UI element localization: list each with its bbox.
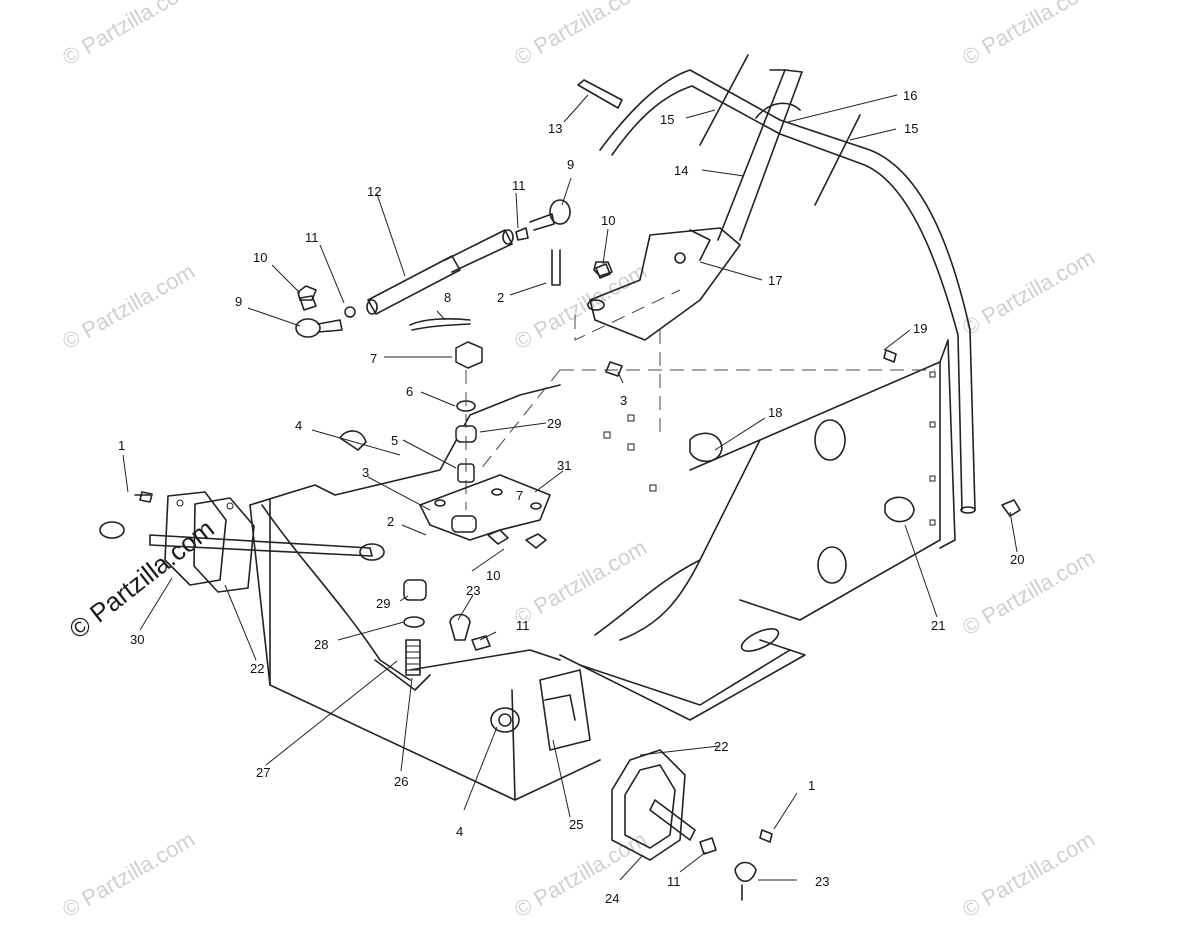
watermark-text: © Partzilla.com xyxy=(510,0,651,70)
steering-arm-stack xyxy=(455,341,483,510)
callout-20: 20 xyxy=(1010,552,1024,567)
callout-16: 16 xyxy=(903,88,917,103)
callout-1: 1 xyxy=(118,438,125,453)
watermark-text: © Partzilla.com xyxy=(958,545,1099,641)
watermark-layer: © Partzilla.com © Partzilla.com © Partzi… xyxy=(58,0,1099,922)
watermark-text: © Partzilla.com xyxy=(510,827,651,923)
callout-15: 15 xyxy=(660,112,674,127)
callout-27: 27 xyxy=(256,765,270,780)
grommet-18 xyxy=(689,432,723,463)
watermark-text: © Partzilla.com xyxy=(58,259,199,355)
callout-25: 25 xyxy=(569,817,583,832)
callout-7: 7 xyxy=(516,488,523,503)
watermark-text: © Partzilla.com xyxy=(510,259,651,355)
watermark-text: © Partzilla.com xyxy=(958,827,1099,923)
callout-28: 28 xyxy=(314,637,328,652)
callout-10: 10 xyxy=(601,213,615,228)
tie-rod-end-right xyxy=(515,199,613,286)
steering-plates-left xyxy=(164,491,255,593)
nut-20 xyxy=(1001,499,1021,517)
bolt-1-right xyxy=(759,829,773,843)
callout-2: 2 xyxy=(497,290,504,305)
tie-rod-end-left xyxy=(295,285,356,338)
callout-30: 30 xyxy=(130,632,144,647)
callout-11: 11 xyxy=(516,618,530,633)
callout-4: 4 xyxy=(295,418,302,433)
screw-15-left xyxy=(699,54,749,146)
chassis-bulkhead xyxy=(249,330,956,801)
callout-4: 4 xyxy=(456,824,463,839)
watermark-text: © Partzilla.com xyxy=(58,827,199,923)
line-art xyxy=(99,54,1021,901)
callout-31: 31 xyxy=(557,458,571,473)
callout-3: 3 xyxy=(620,393,627,408)
leader-lines xyxy=(122,94,1018,881)
nut-10-left xyxy=(299,295,317,311)
callout-18: 18 xyxy=(768,405,782,420)
callout-17: 17 xyxy=(768,273,782,288)
steering-post-bracket xyxy=(574,227,741,341)
callout-9: 9 xyxy=(567,157,574,172)
watermark-text: © Partzilla.com xyxy=(958,245,1099,341)
bolt-3-upper xyxy=(605,361,623,377)
callout-2: 2 xyxy=(387,514,394,529)
callout-23: 23 xyxy=(815,874,829,889)
callout-10: 10 xyxy=(486,568,500,583)
callout-21: 21 xyxy=(931,618,945,633)
callout-9: 9 xyxy=(235,294,242,309)
watermark-text: © Partzilla.com xyxy=(958,0,1099,70)
callout-11: 11 xyxy=(512,178,526,193)
watermark-text-emphasis: © Partzilla.com xyxy=(63,513,220,645)
callout-29: 29 xyxy=(376,596,390,611)
callout-24: 24 xyxy=(605,891,619,906)
callout-15: 15 xyxy=(904,121,918,136)
callout-23: 23 xyxy=(466,583,480,598)
steering-arm-plate xyxy=(419,474,551,549)
callout-11: 11 xyxy=(667,874,681,889)
handlebar-frame xyxy=(599,69,976,514)
callout-13: 13 xyxy=(548,121,562,136)
callout-22: 22 xyxy=(714,739,728,754)
callout-14: 14 xyxy=(674,163,688,178)
nut-10-mid xyxy=(595,263,611,279)
callout-5: 5 xyxy=(391,433,398,448)
cotter-pin xyxy=(409,318,471,331)
screw-15-right xyxy=(814,114,861,206)
callout-22: 22 xyxy=(250,661,264,676)
callout-3: 3 xyxy=(362,465,369,480)
lower-bracket xyxy=(490,669,591,751)
clamp-upper xyxy=(339,430,367,451)
callout-6: 6 xyxy=(406,384,413,399)
watermark-text: © Partzilla.com xyxy=(58,0,199,70)
callout-11: 11 xyxy=(305,230,319,245)
callout-19: 19 xyxy=(913,321,927,336)
callout-8: 8 xyxy=(444,290,451,305)
bolt-19 xyxy=(883,349,897,363)
left-linkage xyxy=(99,494,385,561)
spring-assembly xyxy=(374,579,431,691)
tie-rod xyxy=(366,229,514,315)
callout-29: 29 xyxy=(547,416,561,431)
steering-plate-lower-right xyxy=(611,749,757,901)
bolt-13 xyxy=(577,79,623,109)
bolt-1-left xyxy=(139,491,153,503)
watermark-text: © Partzilla.com xyxy=(510,535,651,631)
callout-26: 26 xyxy=(394,774,408,789)
callout-10: 10 xyxy=(253,250,267,265)
callouts: 1 1 2 2 3 3 4 4 5 6 7 7 8 9 9 10 10 10 1… xyxy=(118,88,1024,906)
callout-7: 7 xyxy=(370,351,377,366)
grommet-21 xyxy=(884,496,915,523)
bolt-23-middle xyxy=(449,613,491,651)
callout-1: 1 xyxy=(808,778,815,793)
callout-12: 12 xyxy=(367,184,381,199)
